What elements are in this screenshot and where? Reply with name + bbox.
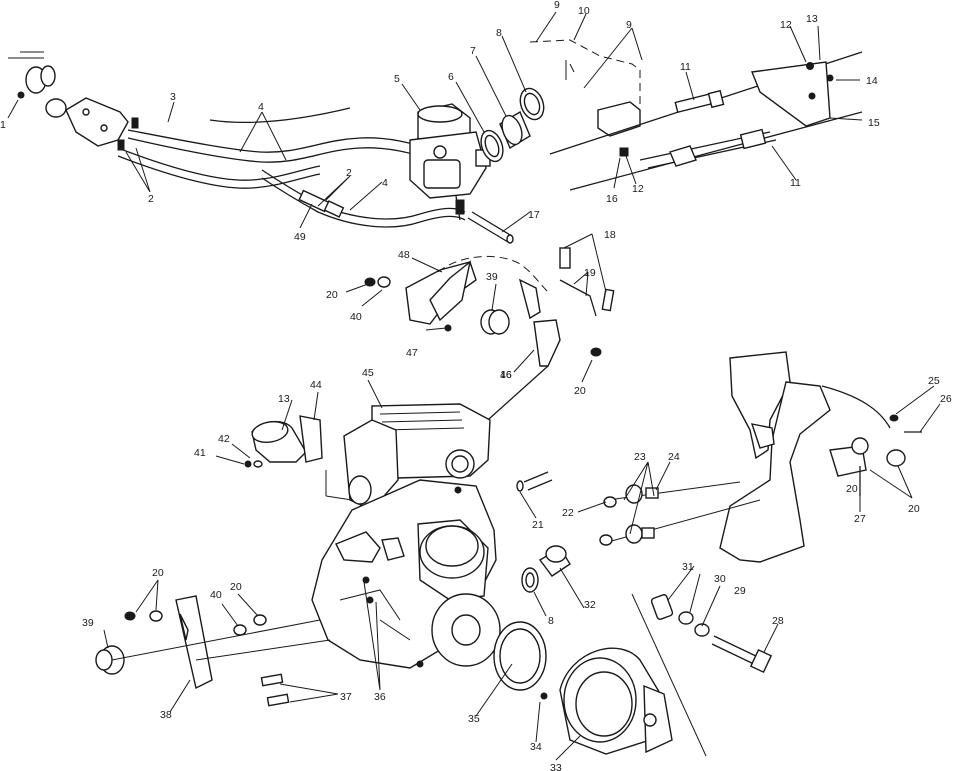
- callout-16: 16: [606, 193, 618, 205]
- callout-10: 10: [578, 5, 590, 17]
- callout-49: 49: [294, 231, 306, 243]
- intake-elbow: [244, 415, 323, 468]
- callout-22: 22: [562, 507, 574, 519]
- callout-29: 29: [734, 585, 746, 597]
- callout-12: 12: [632, 183, 644, 195]
- callout-1: 1: [0, 119, 6, 131]
- callout-40: 40: [350, 311, 362, 323]
- bolt-assembly-28: [650, 594, 773, 674]
- drive-clutch: [493, 593, 707, 757]
- callout-39: 39: [486, 271, 498, 283]
- frame-bracket: [719, 351, 922, 563]
- callout-30: 30: [714, 573, 726, 585]
- callout-5: 5: [394, 73, 400, 85]
- callout-48: 48: [398, 249, 410, 261]
- callout-11: 11: [680, 61, 691, 73]
- callout-20: 20: [908, 503, 920, 515]
- throttle-bracket-assembly: [8, 51, 129, 147]
- callout-24: 24: [668, 451, 680, 463]
- callout-42: 42: [218, 433, 230, 445]
- linkage-assembly: [364, 247, 615, 437]
- callout-45: 45: [362, 367, 374, 379]
- callout-13: 13: [806, 13, 818, 25]
- drain-hose: [467, 211, 514, 244]
- callout-40: 40: [210, 589, 222, 601]
- callout-6: 6: [448, 71, 454, 83]
- callout-16: 16: [500, 369, 512, 381]
- callout-20: 20: [326, 289, 338, 301]
- callout-19: 19: [584, 267, 596, 279]
- callout-8: 8: [496, 27, 502, 39]
- callout-27: 27: [854, 513, 866, 525]
- callout-23: 23: [634, 451, 646, 463]
- callout-44: 44: [310, 379, 322, 391]
- callout-11: 11: [790, 177, 801, 189]
- callout-32: 32: [584, 599, 596, 611]
- callout-34: 34: [530, 741, 542, 753]
- callout-18: 18: [604, 229, 616, 241]
- fuel-hoses: [117, 107, 466, 228]
- callout-28: 28: [772, 615, 784, 627]
- callout-7: 7: [470, 45, 476, 57]
- callout-20: 20: [152, 567, 164, 579]
- callout-39: 39: [82, 617, 94, 629]
- callout-46: 46: [500, 369, 512, 381]
- callout-9: 9: [626, 19, 632, 31]
- callout-21: 21: [532, 519, 544, 531]
- callout-4: 4: [258, 101, 264, 113]
- callout-15: 15: [868, 117, 880, 129]
- callout-47: 47: [406, 347, 418, 359]
- leader-lines: [7, 11, 941, 761]
- engine-block: [311, 403, 501, 669]
- callout-36: 36: [374, 691, 386, 703]
- callout-20: 20: [846, 483, 858, 495]
- callout-26: 26: [940, 393, 952, 405]
- callout-13: 13: [278, 393, 290, 405]
- callout-8: 8: [548, 615, 554, 627]
- callout-4: 4: [382, 177, 388, 189]
- callout-37: 37: [340, 691, 352, 703]
- callout-31: 31: [682, 561, 694, 573]
- hose-21: [516, 471, 553, 492]
- carburetor: [409, 103, 491, 221]
- front-mount-bracket: [95, 595, 331, 707]
- clamp-and-plug: [521, 545, 571, 593]
- callout-2: 2: [148, 193, 154, 205]
- callout-38: 38: [160, 709, 172, 721]
- callout-12: 12: [780, 19, 792, 31]
- callout-14: 14: [866, 75, 878, 87]
- cable-bracket-assembly: [529, 39, 863, 191]
- intake-boot-and-clamps: [480, 87, 545, 163]
- callout-17: 17: [528, 209, 540, 221]
- callout-2: 2: [346, 167, 352, 179]
- callout-3: 3: [170, 91, 176, 103]
- callout-20: 20: [230, 581, 242, 593]
- callout-35: 35: [468, 713, 480, 725]
- callout-9: 9: [554, 0, 560, 11]
- callout-25: 25: [928, 375, 940, 387]
- callout-20: 20: [574, 385, 586, 397]
- callout-33: 33: [550, 762, 562, 771]
- mount-studs: [599, 481, 761, 546]
- callout-41: 41: [194, 447, 206, 459]
